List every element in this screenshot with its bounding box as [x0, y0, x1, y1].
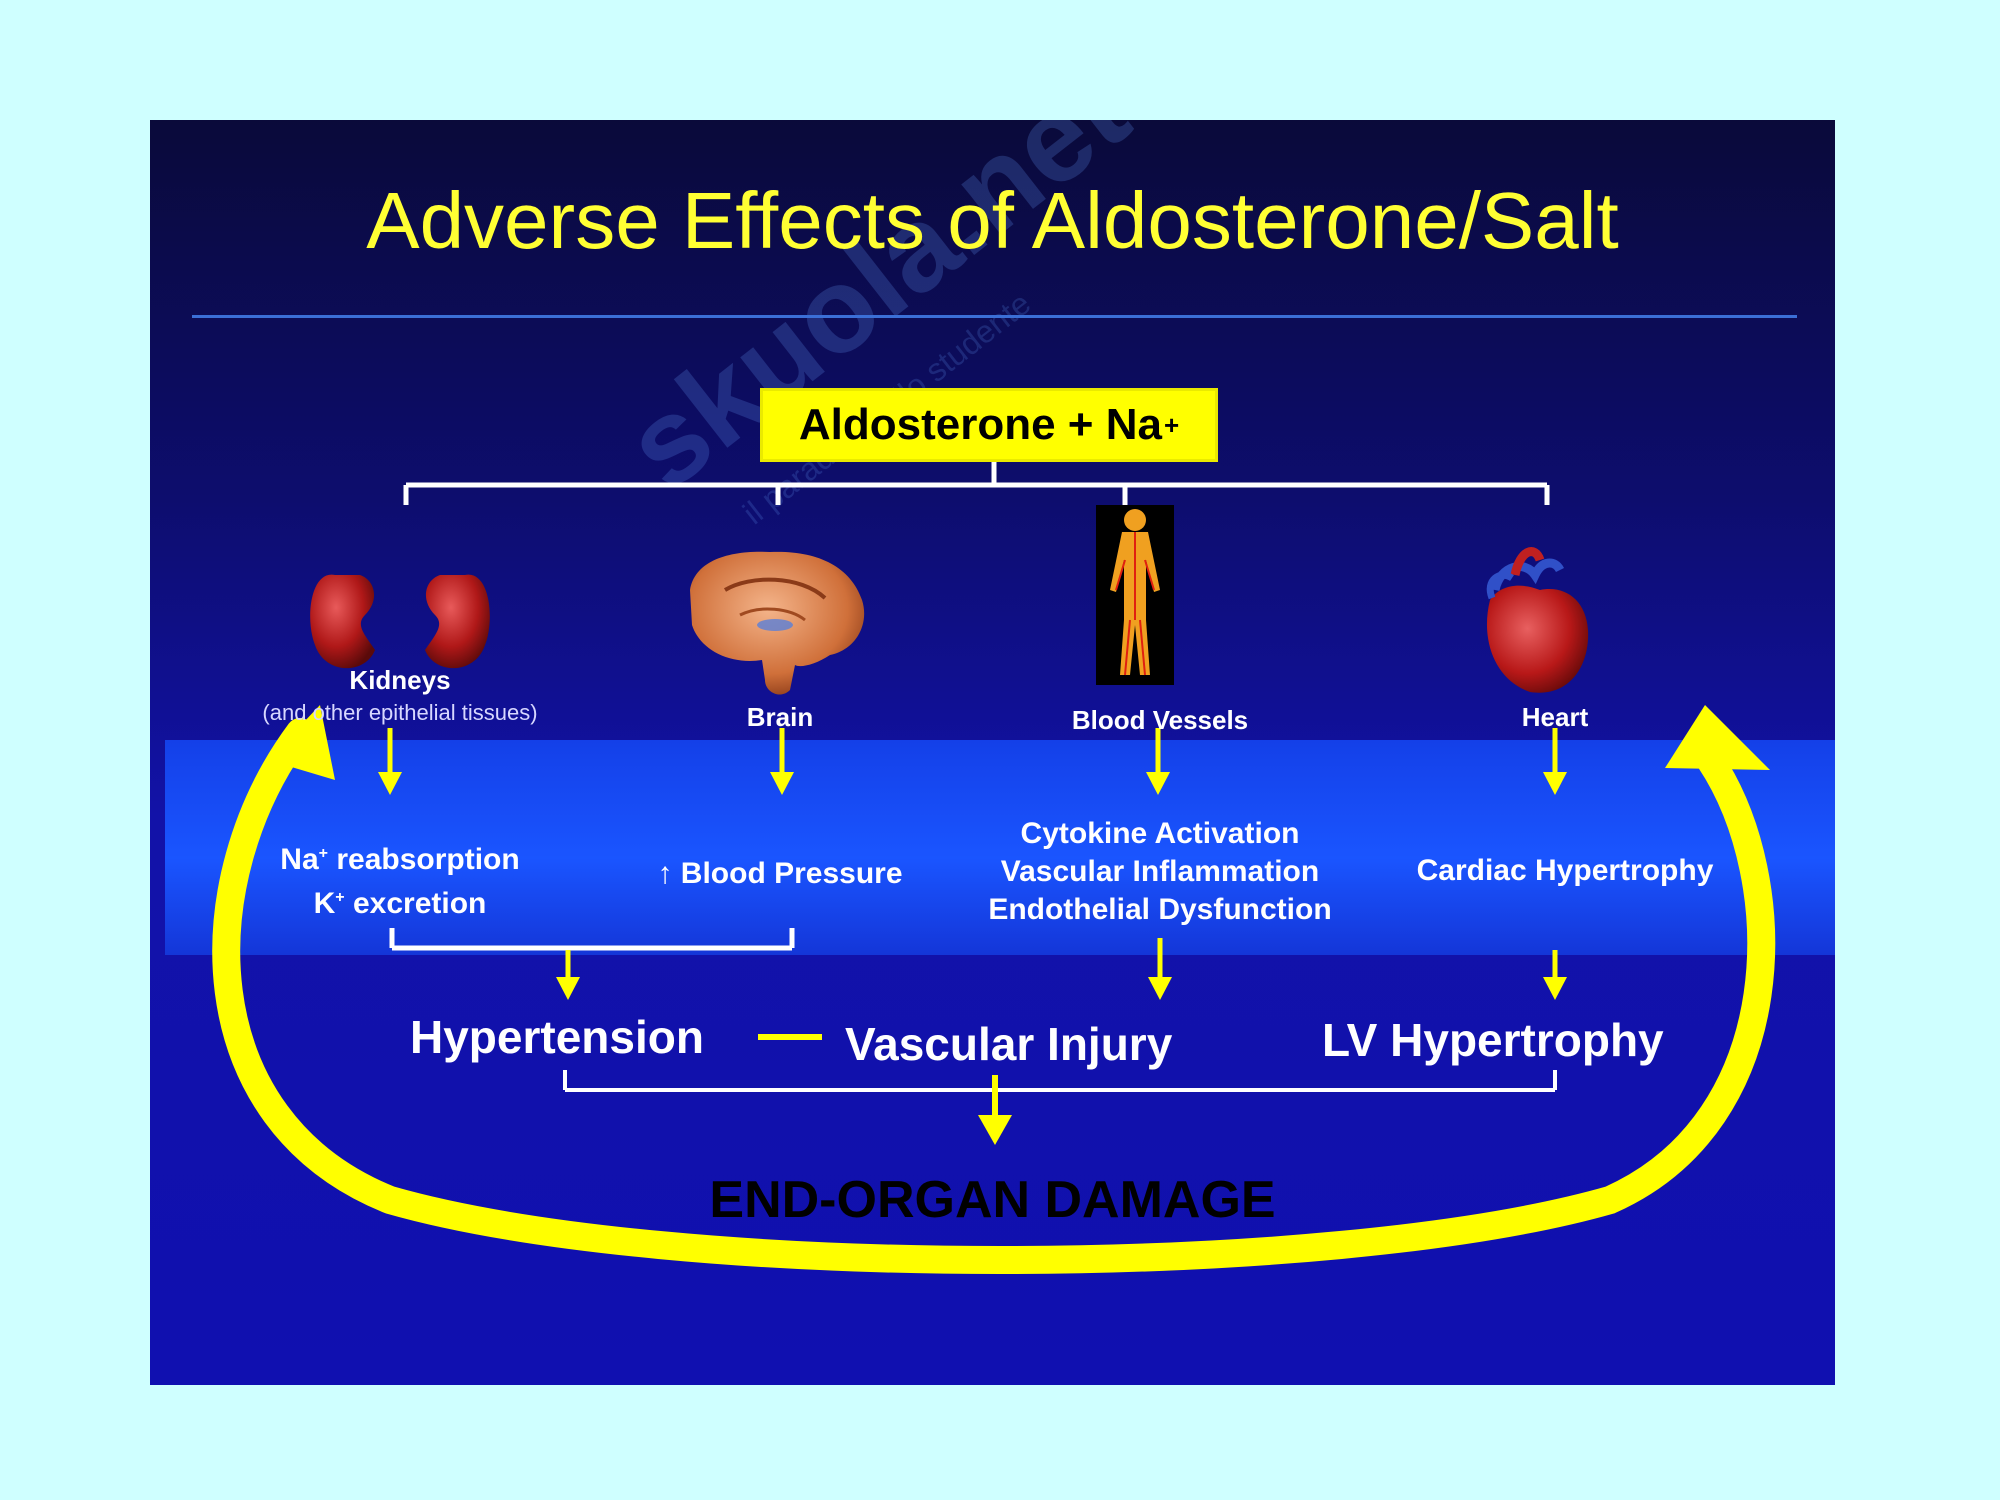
distribution-bracket: [403, 462, 1550, 505]
body-vessels-icon: [1096, 505, 1174, 685]
outcome-vascular-injury: Vascular Injury: [845, 1018, 1173, 1070]
diagram-canvas: [212, 462, 1776, 1274]
organ-effect-arrows: [378, 728, 1567, 795]
damage-arrow: [978, 1075, 1012, 1145]
effect-heart: Cardiac Hypertrophy: [1416, 854, 1714, 887]
effect-kidneys: Na+ reabsorption K+ excretion: [280, 843, 520, 920]
slide-title: Adverse Effects of Aldosterone/Salt: [366, 176, 1619, 265]
effect-outcome-arrows: [556, 938, 1567, 1000]
kidney-icon: [310, 574, 490, 669]
feedback-loop: [212, 718, 1776, 1274]
effect-blood-vessels: Cytokine Activation Vascular Inflammatio…: [988, 817, 1332, 926]
feedback-arrowhead-left: [268, 705, 335, 780]
bp-bracket: [389, 928, 795, 951]
end-organ-damage-label: END-ORGAN DAMAGE: [709, 1171, 1276, 1229]
organ-label-brain: Brain: [746, 702, 814, 732]
outcome-bracket: [563, 1070, 1557, 1092]
organ-label-blood-vessels: Blood Vessels: [1071, 705, 1249, 735]
feedback-arrowhead-right: [1665, 705, 1770, 770]
slide: skuola.net il paradiso dello studente Ad…: [150, 120, 1835, 1385]
outcome-hypertension: Hypertension: [410, 1011, 704, 1063]
brain-icon: [690, 551, 865, 695]
effect-brain: ↑ Blood Pressure: [657, 857, 903, 890]
organ-label-heart: Heart: [1521, 702, 1589, 732]
heart-icon: [1486, 547, 1589, 693]
aldosterone-na-box: Aldosterone + Na+: [760, 388, 1218, 462]
organ-label-kidneys: Kidneys: [349, 665, 451, 695]
organ-sublabel-kidneys: (and other epithelial tissues): [262, 700, 538, 725]
outcome-lv-hypertrophy: LV Hypertrophy: [1322, 1014, 1664, 1066]
title-rule: [192, 315, 1797, 318]
